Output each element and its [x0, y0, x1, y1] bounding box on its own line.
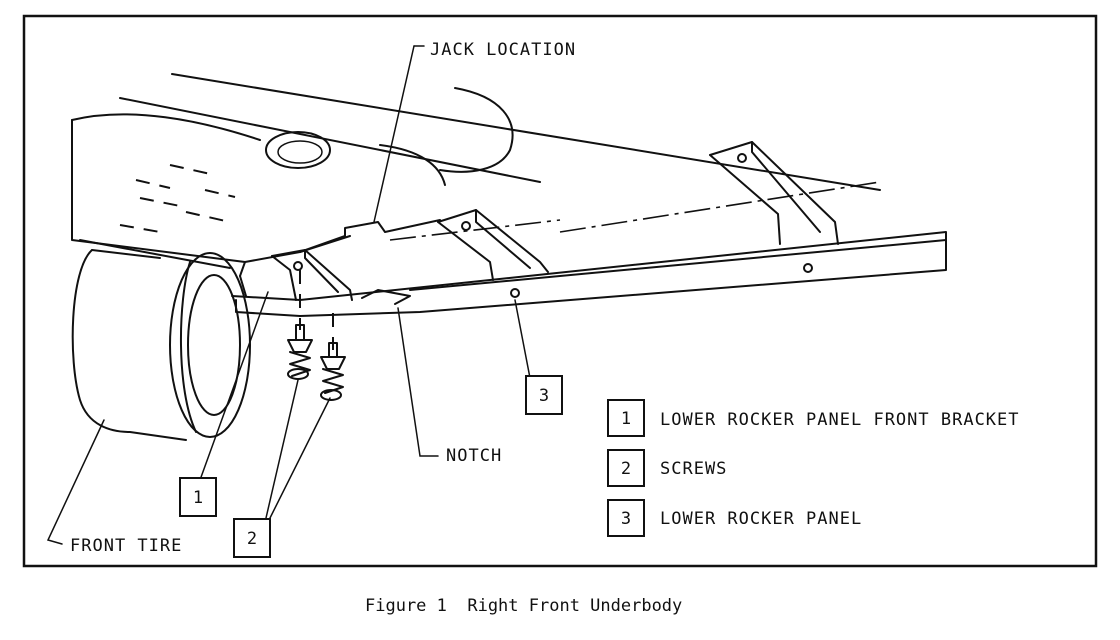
legend-number-3: 3: [621, 509, 631, 529]
notch-label: NOTCH: [446, 446, 502, 466]
legend-box-3: [607, 499, 645, 537]
rocker-bracket-rear: [709, 141, 839, 245]
callout-number-2: 2: [247, 529, 257, 549]
leader-lines: [46, 45, 531, 545]
front-tire-label: FRONT TIRE: [70, 536, 182, 556]
legend-number-2: 2: [621, 459, 631, 479]
legend-label-1: LOWER ROCKER PANEL FRONT BRACKET: [660, 410, 1020, 430]
lower-rocker-panel: [231, 231, 947, 317]
rocker-bracket-middle: [437, 209, 549, 281]
callout-number-3: 3: [539, 386, 549, 406]
legend-box-1: [607, 399, 645, 437]
legend-box-2: [607, 449, 645, 487]
jack-location-label: JACK LOCATION: [430, 40, 576, 60]
legend: 1 LOWER ROCKER PANEL FRONT BRACKET 2 SCR…: [607, 399, 1020, 537]
legend-label-2: SCREWS: [660, 459, 727, 479]
figure-caption: Figure 1 Right Front Underbody: [365, 596, 682, 616]
floor-pan: [71, 73, 881, 269]
front-tire: [71, 249, 251, 441]
callout-box-3: [525, 375, 563, 415]
legend-label-3: LOWER ROCKER PANEL: [660, 509, 862, 529]
callout-number-1: 1: [193, 488, 203, 508]
legend-number-1: 1: [621, 409, 631, 429]
figure-frame: [22, 14, 1098, 568]
callout-box-2: [233, 518, 271, 558]
callout-box-1: [179, 477, 217, 517]
rocker-panel-front-bracket: [271, 249, 353, 301]
screws: [287, 270, 346, 401]
